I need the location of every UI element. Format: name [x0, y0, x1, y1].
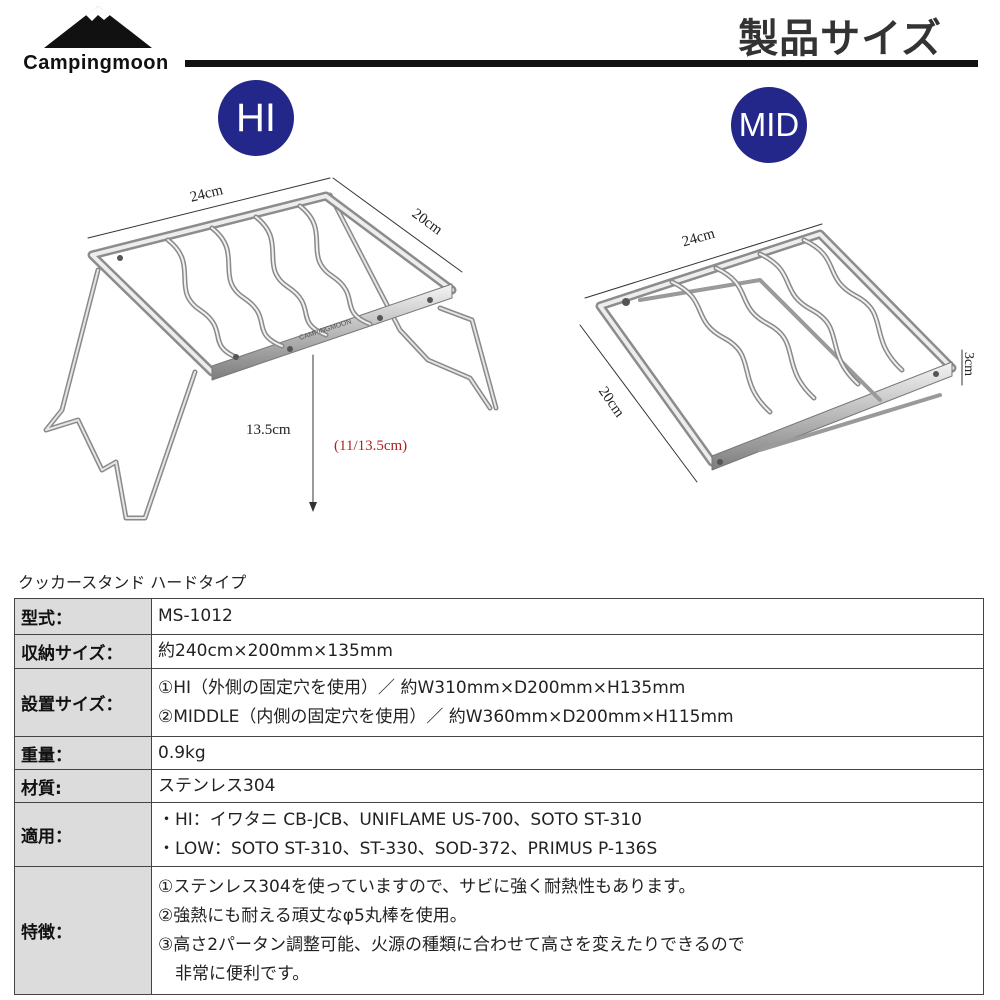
- product-name: クッカースタンド ハードタイプ: [18, 573, 247, 592]
- spec-label: 適用：: [14, 802, 152, 867]
- hi-height-alt-label: (11/13.5cm): [334, 438, 408, 454]
- spec-row-weight: 重量： 0.9kg: [14, 736, 984, 770]
- spec-label: 特徴：: [14, 866, 152, 995]
- spec-value: 約240cm×200mm×135mm: [151, 634, 984, 669]
- mid-stand-drawing: [579, 223, 963, 483]
- spec-row-features: 特徴： ①ステンレス304を使っていますので、サビに強く耐熱性もあります。 ②強…: [14, 866, 984, 995]
- spec-label: 型式：: [14, 598, 152, 635]
- header-divider: [185, 60, 978, 67]
- spec-value: 0.9kg: [151, 736, 984, 770]
- hi-mode-badge: HI: [218, 80, 294, 156]
- hi-height-label: 13.5cm: [246, 422, 291, 438]
- spec-row-compatibility: 適用： ・HI：イワタニ CB-JCB、UNIFLAME US-700、SOTO…: [14, 802, 984, 867]
- spec-label: 材質:: [14, 769, 152, 803]
- spec-row-material: 材質: ステンレス304: [14, 769, 984, 803]
- mid-mode-badge: MID: [731, 87, 807, 163]
- product-illustrations: CAMPINGMOON: [43, 177, 963, 521]
- spec-value: ステンレス304: [151, 769, 984, 803]
- spec-row-setup-size: 設置サイズ： ①HI（外側の固定穴を使用）／ 約W310mm×D200mm×H1…: [14, 668, 984, 737]
- hi-stand-drawing: CAMPINGMOON: [43, 177, 499, 521]
- spec-label: 収納サイズ：: [14, 634, 152, 669]
- page-title: 製品サイズ: [738, 16, 942, 62]
- brand-name: Campingmoon: [23, 52, 169, 74]
- mid-height-label: 3cm: [961, 351, 977, 377]
- spec-table: 型式： MS-1012 収納サイズ： 約240cm×200mm×135mm 設置…: [14, 598, 984, 995]
- spec-value: ・HI：イワタニ CB-JCB、UNIFLAME US-700、SOTO ST-…: [151, 802, 984, 867]
- brand-logo: Campingmoon: [16, 4, 176, 76]
- spec-value: ①ステンレス304を使っていますので、サビに強く耐熱性もあります。 ②強熱にも耐…: [151, 866, 984, 995]
- spec-value: ①HI（外側の固定穴を使用）／ 約W310mm×D200mm×H135mm ②M…: [151, 668, 984, 737]
- spec-label: 設置サイズ：: [14, 668, 152, 737]
- spec-row-model: 型式： MS-1012: [14, 598, 984, 635]
- spec-row-storage-size: 収納サイズ： 約240cm×200mm×135mm: [14, 634, 984, 669]
- mountain-icon: [44, 6, 152, 48]
- spec-value: MS-1012: [151, 598, 984, 635]
- spec-label: 重量：: [14, 736, 152, 770]
